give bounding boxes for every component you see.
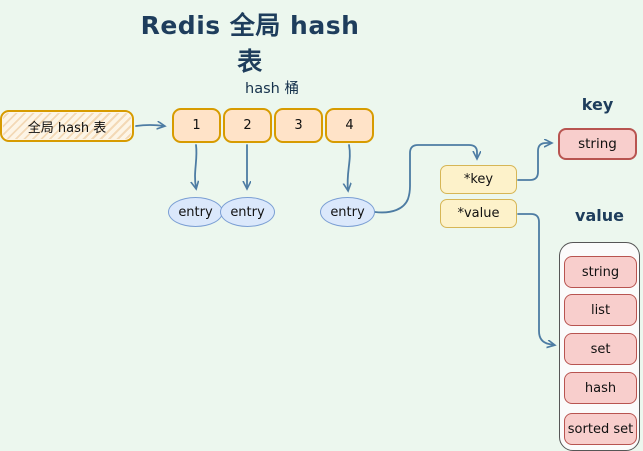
entry-key-pointer-text: *key [463,172,494,187]
entry-node-1: entry [168,197,223,227]
entry-value-pointer-text: *value [457,206,500,221]
bucket-4: 4 [325,108,374,143]
value-type-hash: hash [564,372,637,404]
entry-key-pointer-node: *key [440,165,517,194]
value-type-hash-text: hash [584,380,617,396]
key-type-text: string [578,136,617,152]
entry-node-2: entry [220,197,275,227]
entry-value-pointer-node: *value [440,199,517,228]
value-type-string: string [564,256,637,288]
entry-node-3: entry [320,197,375,227]
bucket-4-number: 4 [345,118,354,133]
value-type-sorted-set: sorted set [564,413,637,445]
value-group-label: value [575,206,624,225]
arrow-global-to-bucket1 [135,125,164,126]
arrow-key-to-string [517,143,551,181]
entry-2-text: entry [230,204,265,220]
arrow-value-to-types [517,213,554,345]
arrow-bucket1-to-entry1 [195,144,196,188]
bucket-1-number: 1 [192,118,201,133]
value-type-string-text: string [581,264,620,280]
bucket-3-number: 3 [294,118,303,133]
global-hash-table-text: 全局 hash 表 [27,120,107,136]
value-type-set: set [564,333,637,365]
entry-3-text: entry [330,204,365,220]
key-type-node: string [558,128,637,160]
value-type-sorted-set-text: sorted set [567,421,634,437]
hash-bucket-label: hash 桶 [245,81,299,97]
global-hash-table-node: 全局 hash 表 [0,110,134,142]
value-type-list: list [564,294,637,326]
bucket-3: 3 [274,108,323,143]
arrow-bucket4-to-entry3 [348,144,350,190]
bucket-2: 2 [223,108,272,143]
bucket-1: 1 [172,108,221,143]
key-group-label: key [581,95,614,114]
value-type-list-text: list [590,302,611,318]
entry-1-text: entry [178,204,213,220]
bucket-2-number: 2 [243,118,252,133]
page-title: Redis 全局 hash 表 [140,11,360,76]
value-type-set-text: set [590,341,611,357]
